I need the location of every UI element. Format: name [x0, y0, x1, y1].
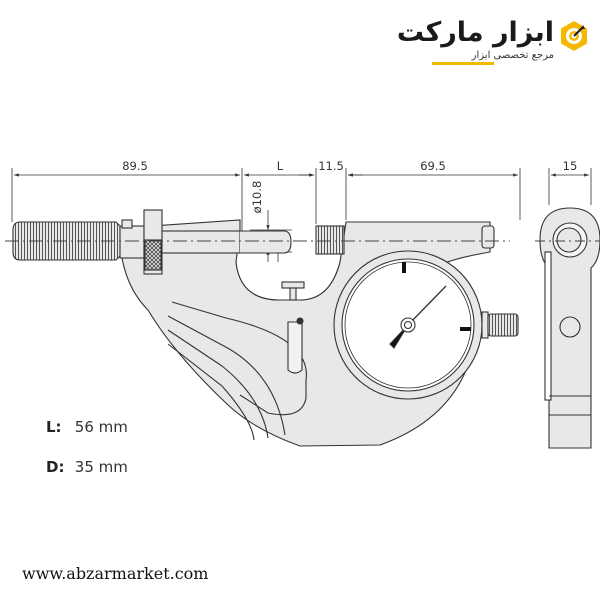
side-view — [539, 207, 600, 449]
logo-title: ابزار مارکت — [396, 17, 554, 48]
brand-logo[interactable]: ابزار مارکت مرجع تخصصی ابزار — [397, 12, 590, 72]
dim-side-thickness: 15 — [563, 159, 578, 173]
dim-spindle-diameter: ø10.8 — [250, 181, 264, 214]
dim-throat-length: L — [277, 159, 284, 173]
spec-length-value: 56 mm — [74, 418, 128, 436]
dim-overall-left: 89.5 — [122, 159, 148, 173]
website-link[interactable]: www.abzarmarket.com — [22, 564, 209, 583]
dim-dial-width: 69.5 — [420, 159, 446, 173]
logo-subtitle: مرجع تخصصی ابزار — [471, 50, 554, 61]
anvil-assembly — [281, 225, 345, 301]
spec-depth-value: 35 mm — [74, 458, 128, 476]
spec-depth-key: D: — [46, 458, 65, 476]
dial-gauge — [333, 250, 483, 400]
logo-accent-line — [432, 62, 494, 65]
release-button — [481, 225, 519, 339]
target-arrow-icon — [561, 21, 587, 51]
spec-depth: D: 35 mm — [46, 458, 128, 476]
dim-anvil-width: 11.5 — [318, 159, 344, 173]
spec-length: L: 56 mm — [46, 418, 128, 436]
spec-length-key: L: — [46, 418, 62, 436]
